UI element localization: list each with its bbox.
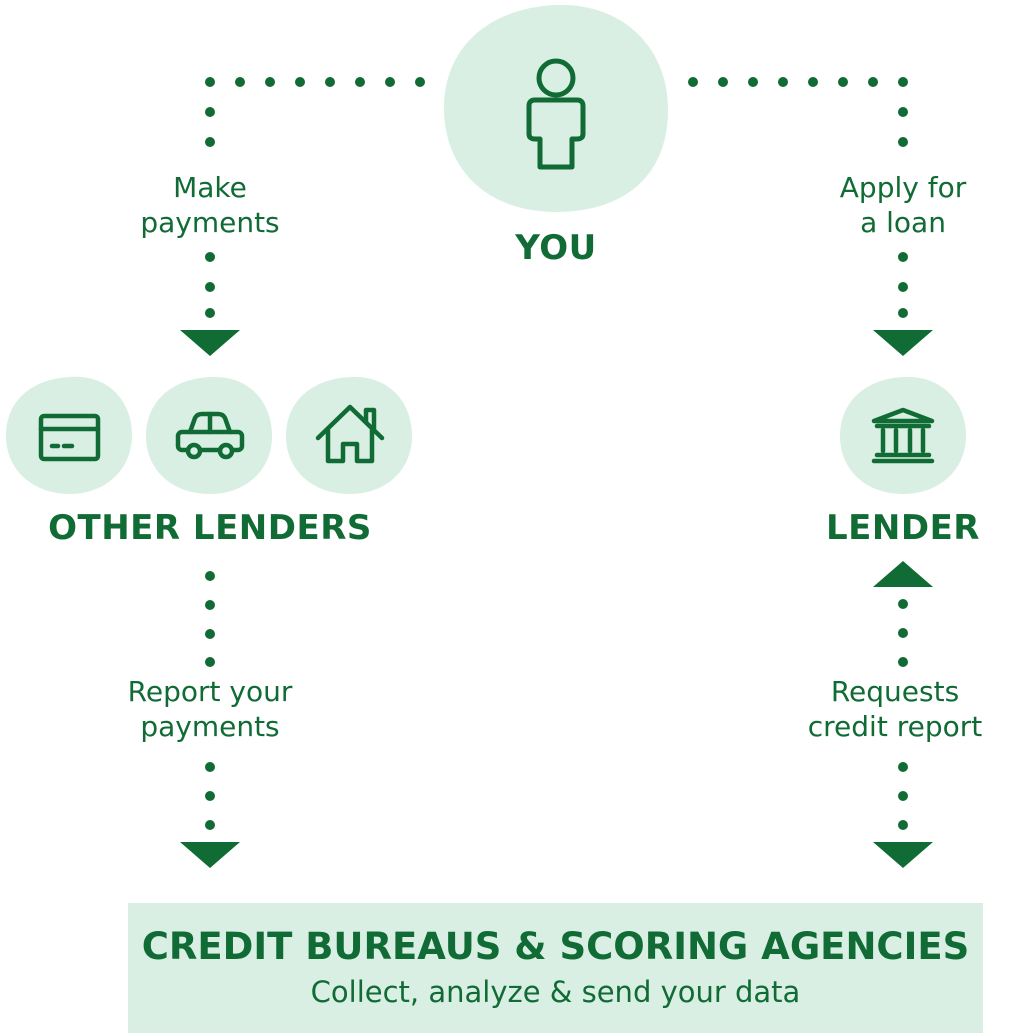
car-icon <box>175 411 245 460</box>
lender-label: LENDER <box>826 508 980 548</box>
arrow-down-to-bureau-right <box>873 842 933 868</box>
arrow-down-to-bureau-left <box>180 842 240 868</box>
credit-card-icon <box>38 413 101 462</box>
other-lenders-label: OTHER LENDERS <box>48 508 372 548</box>
credit-card-blob <box>6 376 132 494</box>
report-payments-label: Report your payments <box>127 675 293 743</box>
arrow-down-to-other-lenders <box>180 330 240 356</box>
make-payments-label: Make payments <box>140 171 280 239</box>
you-label: YOU <box>515 228 597 268</box>
credit-bureaus-box: CREDIT BUREAUS & SCORING AGENCIES Collec… <box>128 903 983 1033</box>
arrow-down-to-lender <box>873 330 933 356</box>
credit-bureaus-subtitle: Collect, analyze & send your data <box>310 975 801 1009</box>
car-blob <box>146 376 272 494</box>
you-blob <box>444 4 668 213</box>
person-icon <box>526 58 586 170</box>
house-blob <box>286 376 412 494</box>
arrow-up-to-lender <box>873 561 933 587</box>
dotted-connectors <box>205 77 908 830</box>
apply-for-loan-label: Apply for a loan <box>839 171 967 239</box>
bank-icon <box>871 407 935 464</box>
requests-credit-report-label: Requests credit report <box>807 675 983 743</box>
credit-bureaus-title: CREDIT BUREAUS & SCORING AGENCIES <box>141 925 970 968</box>
house-icon <box>315 404 385 464</box>
bank-blob <box>840 376 966 494</box>
